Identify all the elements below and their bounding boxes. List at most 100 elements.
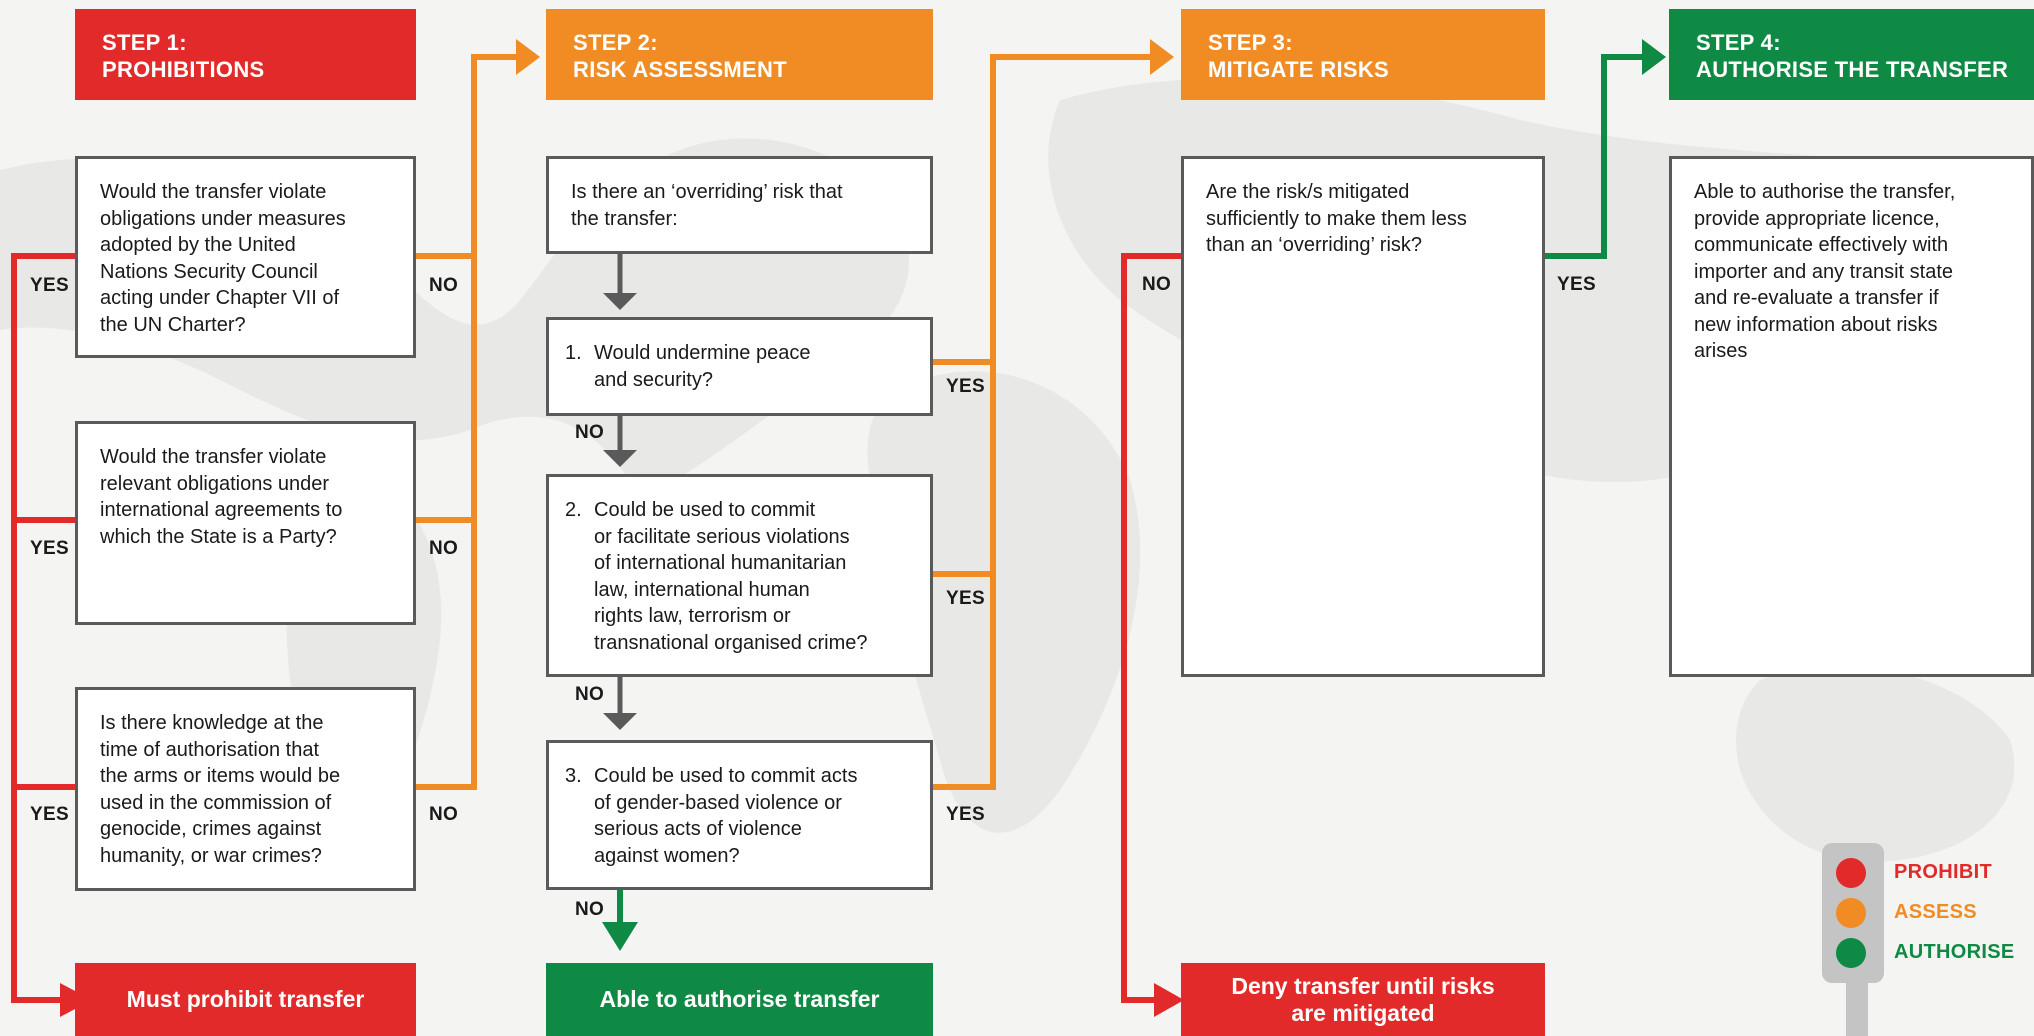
step-1-header: STEP 1: PROHIBITIONS [75, 9, 416, 100]
text-line: rights law, terrorism or [594, 605, 791, 627]
text-line: adopted by the United [100, 234, 296, 256]
outcome-text: Must prohibit transfer [126, 986, 365, 1012]
text-line: time of authorisation that [100, 738, 320, 761]
step-2-number: STEP 2: [573, 30, 658, 55]
no-label: NO [575, 684, 605, 705]
text-line: serious acts of violence [594, 818, 802, 840]
text-line: Would the transfer violate [100, 181, 327, 203]
no-label: NO [575, 899, 605, 920]
text-line: communicate effectively with [1694, 234, 1949, 256]
text-line: humanity, or war crimes? [100, 844, 322, 867]
no-label: NO [429, 804, 459, 825]
authorisation-text: Able to authorise the transfer, provide … [1669, 156, 2034, 677]
arrow-to-risk-3 [603, 713, 637, 730]
text-line: Are the risk/s mitigated [1206, 181, 1410, 203]
text-line: Nations Security Council [100, 260, 318, 283]
arrow-to-step2 [516, 39, 540, 75]
outcome-must-prohibit: Must prohibit transfer [75, 963, 416, 1036]
text-line: Would the transfer violate [100, 446, 327, 468]
text-line: Is there knowledge at the [100, 712, 324, 734]
step-2-title: RISK ASSESSMENT [573, 57, 787, 82]
step-3-header: STEP 3: MITIGATE RISKS [1181, 9, 1545, 100]
text-line: the UN Charter? [100, 313, 246, 336]
text-line: acting under Chapter VII of [100, 287, 340, 309]
item-number: 2. [565, 499, 582, 521]
text-line: international agreements to [100, 499, 343, 521]
legend-authorise: AUTHORISE [1894, 941, 2015, 963]
outcome-text: Deny transfer until risks [1231, 972, 1495, 999]
prohibition-question-2: Would the transfer violate relevant obli… [75, 421, 416, 625]
risk-question-1: 1. Would undermine peace and security? [546, 317, 933, 416]
text-line: Could be used to commit [594, 499, 816, 521]
text-line: Could be used to commit acts [594, 765, 858, 787]
prohibit-connectors [11, 253, 1182, 1003]
text-line: provide appropriate licence, [1694, 207, 1940, 230]
text-line: law, international human [594, 578, 810, 601]
text-line: or facilitate serious violations [594, 525, 850, 548]
step-4-number: STEP 4: [1696, 30, 1781, 55]
text-line: new information about risks [1694, 313, 1938, 336]
legend-prohibit: PROHIBIT [1894, 861, 1992, 883]
arrow-to-deny [1154, 983, 1184, 1017]
text-line: and security? [594, 368, 713, 391]
yes-label: YES [30, 275, 69, 296]
no-label: NO [1142, 274, 1172, 295]
text-line: genocide, crimes against [100, 818, 322, 840]
text-line: obligations under measures [100, 207, 346, 230]
step-3-number: STEP 3: [1208, 30, 1293, 55]
numbered-line: 3. Could be used to commit acts [565, 763, 910, 790]
outcome-deny-until-mitigated: Deny transfer until risks are mitigated [1181, 963, 1545, 1036]
text-line: which the State is a Party? [100, 525, 337, 548]
text-line: used in the commission of [100, 791, 332, 814]
arrow-to-risk-2 [603, 450, 637, 467]
risk-question-3: 3. Could be used to commit acts of gende… [546, 740, 933, 890]
item-number: 1. [565, 342, 582, 364]
no-label: NO [429, 275, 459, 296]
arrow-to-step3 [1150, 39, 1174, 75]
text-line: the transfer: [571, 207, 678, 230]
authorise-connectors [617, 54, 1642, 922]
risk-question-2: 2. Could be used to commit or facilitate… [546, 474, 933, 677]
yes-label: YES [1557, 274, 1596, 295]
item-number: 3. [565, 765, 582, 787]
prohibition-question-3: Is there knowledge at the time of author… [75, 687, 416, 891]
step-4-header: STEP 4: AUTHORISE THE TRANSFER [1669, 9, 2034, 100]
mitigation-question: Are the risk/s mitigated sufficiently to… [1181, 156, 1545, 677]
step-2-header: STEP 2: RISK ASSESSMENT [546, 9, 933, 100]
text-line: importer and any transit state [1694, 260, 1954, 283]
numbered-line: and security? [565, 367, 910, 394]
text-line: against women? [594, 844, 740, 867]
yes-label: YES [946, 376, 985, 397]
text-line: the arms or items would be [100, 765, 341, 787]
yes-label: YES [30, 804, 69, 825]
text-line: Is there an ‘overriding’ risk that [571, 181, 843, 203]
text-line: transnational organised crime? [594, 631, 868, 654]
step-4-title: AUTHORISE THE TRANSFER [1696, 57, 2009, 82]
no-label: NO [429, 538, 459, 559]
prohibition-question-1: Would the transfer violate obligations u… [75, 156, 416, 358]
text-line: and re-evaluate a transfer if [1694, 287, 1939, 309]
outcome-able-to-authorise: Able to authorise transfer [546, 963, 933, 1036]
text-line: relevant obligations under [100, 472, 330, 495]
text-line: of international humanitarian [594, 552, 847, 574]
numbered-line: 1. Would undermine peace [565, 340, 910, 367]
yes-label: YES [946, 804, 985, 825]
step-1-number: STEP 1: [102, 30, 187, 55]
arrow-to-able [602, 922, 638, 951]
text-line: of gender-based violence or [594, 791, 842, 814]
text-line: Able to authorise the transfer, [1694, 181, 1956, 203]
arrow-to-step4 [1642, 39, 1666, 75]
step-1-title: PROHIBITIONS [102, 57, 265, 82]
yes-label: YES [30, 538, 69, 559]
outcome-text: are mitigated [1291, 999, 1435, 1026]
text-line: Would undermine peace [594, 342, 811, 364]
traffic-light-icon [1822, 843, 1884, 1036]
outcome-text: Able to authorise transfer [599, 986, 880, 1012]
yes-label: YES [946, 588, 985, 609]
risk-intro-question: Is there an ‘overriding’ risk that the t… [546, 156, 933, 254]
numbered-line: 2. Could be used to commit [565, 497, 910, 524]
no-label: NO [575, 422, 605, 443]
arrow-to-risk-1 [603, 293, 637, 310]
step-3-title: MITIGATE RISKS [1208, 57, 1390, 82]
